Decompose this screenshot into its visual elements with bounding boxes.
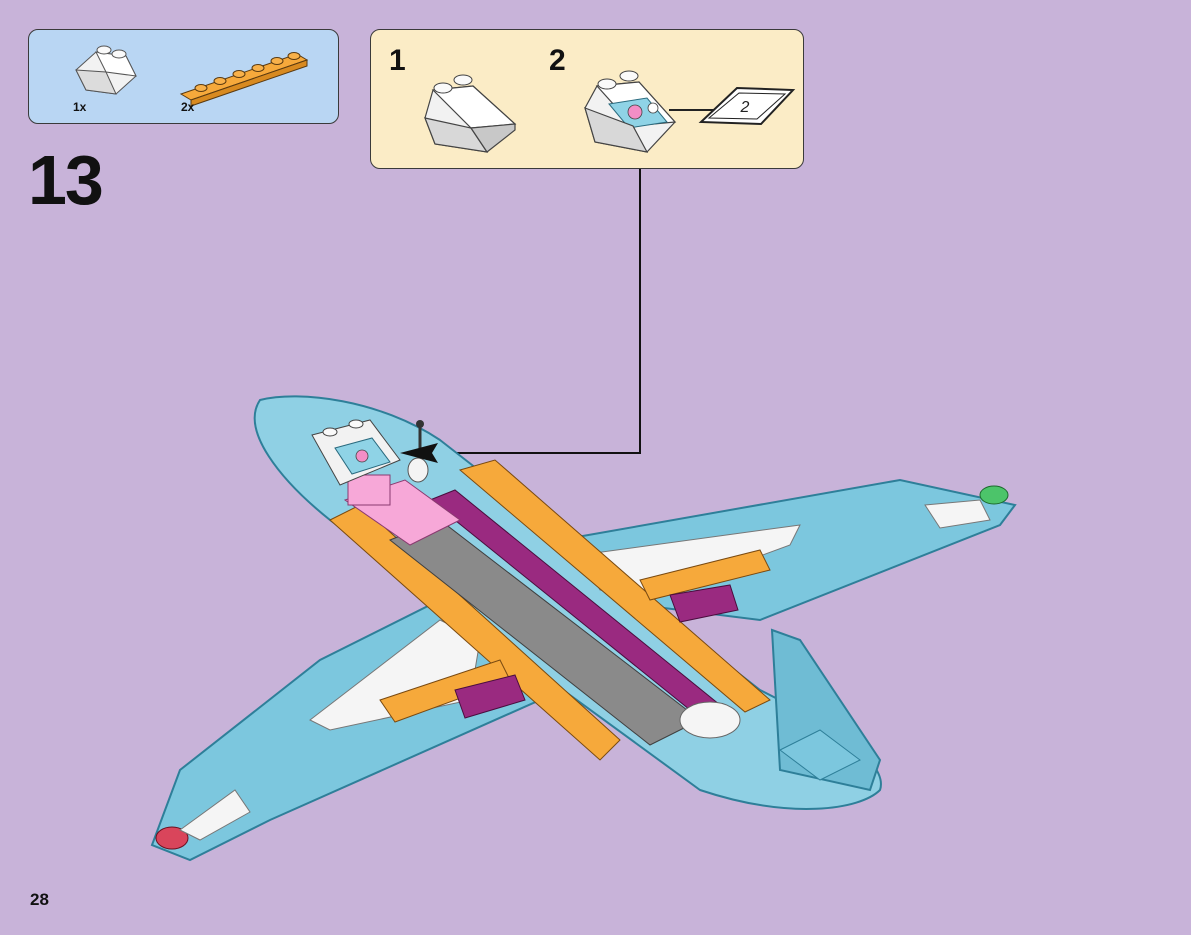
airplane-model: [152, 396, 1015, 860]
green-wingtip-light: [980, 486, 1008, 504]
callout-pointer-line: [430, 169, 640, 453]
page-number: 28: [30, 890, 49, 910]
round-white-tile: [680, 702, 740, 738]
